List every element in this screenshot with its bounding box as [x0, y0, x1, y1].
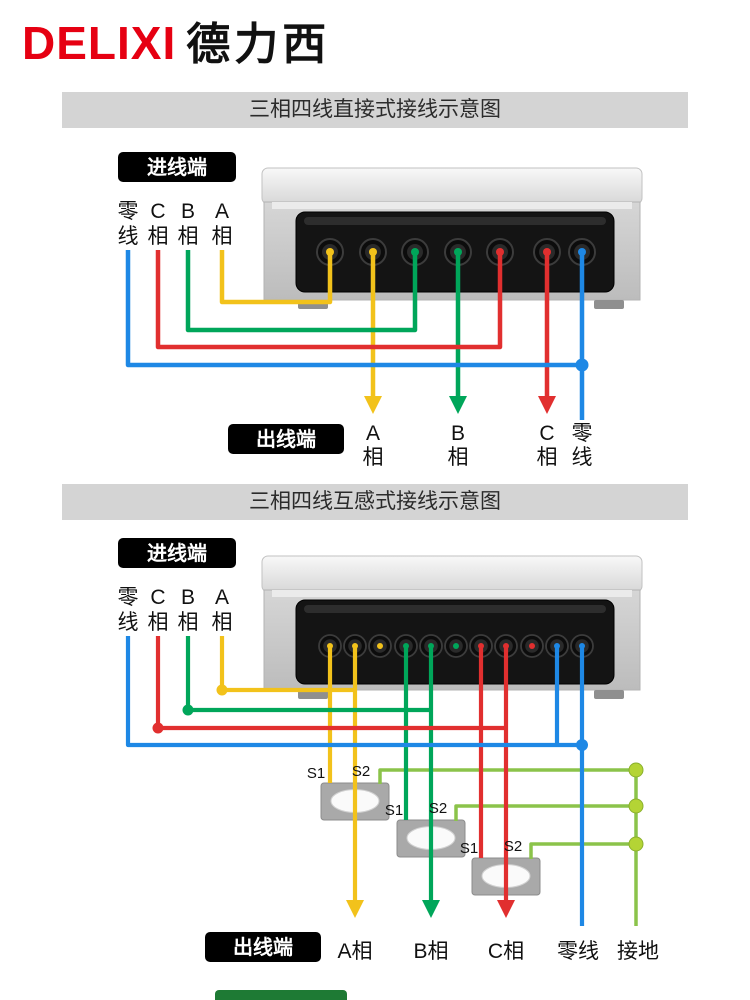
- wire-neutral-in: [125, 250, 582, 368]
- incoming-wire-labels-direct: 零 线 C 相 B 相 A 相: [118, 200, 233, 248]
- ct-terminal-labels: S1 S2 S1 S2 S1 S2: [307, 763, 522, 857]
- out-neutral-char1: 零: [572, 422, 593, 445]
- wire-phase-a-in: [219, 250, 333, 305]
- terminal-panel-highlight: [304, 605, 606, 613]
- terminal-6: [444, 634, 468, 658]
- outgoing-wire-labels-direct: A 相 B 相 C 相 零 线: [363, 422, 593, 469]
- junction-dot-phase-b: [182, 704, 194, 716]
- terminal-3: [368, 634, 392, 658]
- wire-ct2-s2-to-ground: [454, 804, 636, 821]
- out-phase-c-char1: C: [539, 422, 554, 445]
- junction-dot-neutral: [576, 739, 588, 751]
- meter-foot-right: [594, 690, 624, 699]
- arrow-phase-b: [449, 396, 467, 414]
- ct2-s2-label: S2: [429, 800, 447, 817]
- out-neutral-label: 零线: [557, 940, 599, 963]
- outgoing-tag-box: [228, 424, 344, 454]
- wire-ct3-s2-to-ground: [529, 842, 636, 859]
- in-neutral-char2: 线: [118, 611, 139, 634]
- partial-next-label: [215, 990, 347, 1000]
- arrow-phase-c: [538, 396, 556, 414]
- in-neutral-char1: 零: [118, 200, 139, 223]
- out-ground-label: 接地: [617, 940, 659, 963]
- in-phase-a-char2: 相: [212, 225, 233, 248]
- out-phase-a-char1: A: [366, 422, 380, 445]
- in-neutral-char2: 线: [118, 225, 139, 248]
- out-phase-b-char1: B: [451, 422, 465, 445]
- outgoing-tag-label: 出线端: [233, 935, 293, 959]
- out-phase-c-char2: 相: [537, 446, 558, 469]
- wires-direct: [125, 250, 589, 420]
- in-phase-c-char1: C: [150, 200, 165, 223]
- in-phase-c-char2: 相: [148, 225, 169, 248]
- incoming-tag-label: 进线端: [147, 155, 207, 179]
- out-phase-a-char2: 相: [363, 446, 384, 469]
- in-phase-b-char1: B: [181, 586, 195, 609]
- arrow-phase-c: [497, 900, 515, 918]
- terminal-9: [520, 634, 544, 658]
- ct3-s1-label: S1: [460, 840, 478, 857]
- arrow-phase-a: [364, 396, 382, 414]
- in-neutral-char1: 零: [118, 586, 139, 609]
- junction-dot-phase-c: [152, 722, 164, 734]
- terminal-panel-highlight: [304, 217, 606, 225]
- junction-dot-neutral: [575, 358, 589, 372]
- incoming-tag-label: 进线端: [147, 541, 207, 565]
- incoming-tag-box: [118, 152, 236, 182]
- outgoing-tag-box: [205, 932, 321, 962]
- meter-seam: [272, 590, 632, 597]
- diagram-direct: 进线端 零 线 C 相 B 相 A 相: [118, 152, 643, 469]
- outgoing-wire-labels-ct: A相 B相 C相 零线 接地: [337, 940, 659, 963]
- in-phase-b-char2: 相: [178, 611, 199, 634]
- arrow-phase-b: [422, 900, 440, 918]
- outgoing-tag-direct: 出线端: [228, 424, 344, 454]
- section-title-ct: 三相四线互感式接线示意图: [62, 484, 688, 520]
- arrow-phase-a: [346, 900, 364, 918]
- meter-lid: [261, 167, 643, 205]
- out-phase-b-label: B相: [413, 940, 448, 963]
- ct3-s2-label: S2: [504, 838, 522, 855]
- ct2-s1-label: S1: [385, 802, 403, 819]
- wires-ct: [125, 636, 644, 926]
- in-phase-c-char1: C: [150, 586, 165, 609]
- out-phase-b-char2: 相: [448, 446, 469, 469]
- in-phase-a-char1: A: [215, 200, 229, 223]
- outgoing-tag-ct: 出线端: [205, 932, 321, 962]
- in-phase-a-char2: 相: [212, 611, 233, 634]
- incoming-wire-labels-ct: 零 线 C 相 B 相 A 相: [118, 586, 233, 634]
- incoming-tag-box: [118, 538, 236, 568]
- in-phase-a-char1: A: [215, 586, 229, 609]
- out-phase-c-label: C相: [488, 940, 524, 963]
- out-neutral-char2: 线: [572, 446, 593, 469]
- meter-seam: [272, 202, 632, 209]
- wire-neutral-in: [125, 636, 582, 748]
- section-title-direct: 三相四线直接式接线示意图: [62, 92, 688, 128]
- outgoing-tag-label: 出线端: [256, 427, 316, 451]
- meter-foot-left: [298, 690, 328, 699]
- meter-ct: [261, 555, 643, 699]
- in-phase-b-char1: B: [181, 200, 195, 223]
- in-phase-b-char2: 相: [178, 225, 199, 248]
- ground-dot-2: [628, 798, 644, 814]
- meter-direct: [261, 167, 643, 309]
- diagram-ct: 进线端 零 线 C 相 B 相 A 相: [118, 538, 659, 1000]
- brand-logo-text-cn: 德力西: [186, 20, 331, 69]
- wire-phase-c-in: [155, 250, 503, 350]
- incoming-tag-ct: 进线端: [118, 538, 236, 568]
- wire-phase-b-in: [185, 250, 418, 333]
- wire-ct1-s2-to-ground: [378, 768, 636, 784]
- in-phase-c-char2: 相: [148, 611, 169, 634]
- ct1-s2-label: S2: [352, 763, 370, 780]
- out-phase-a-label: A相: [337, 940, 372, 963]
- meter-lid: [261, 555, 643, 593]
- junction-dot-phase-a: [216, 684, 228, 696]
- ground-dot-1: [628, 762, 644, 778]
- meter-foot-right: [594, 300, 624, 309]
- incoming-tag-direct: 进线端: [118, 152, 236, 182]
- brand-logo-text-en: DELIXI: [22, 17, 177, 69]
- ct1-s1-label: S1: [307, 765, 325, 782]
- ground-dot-3: [628, 836, 644, 852]
